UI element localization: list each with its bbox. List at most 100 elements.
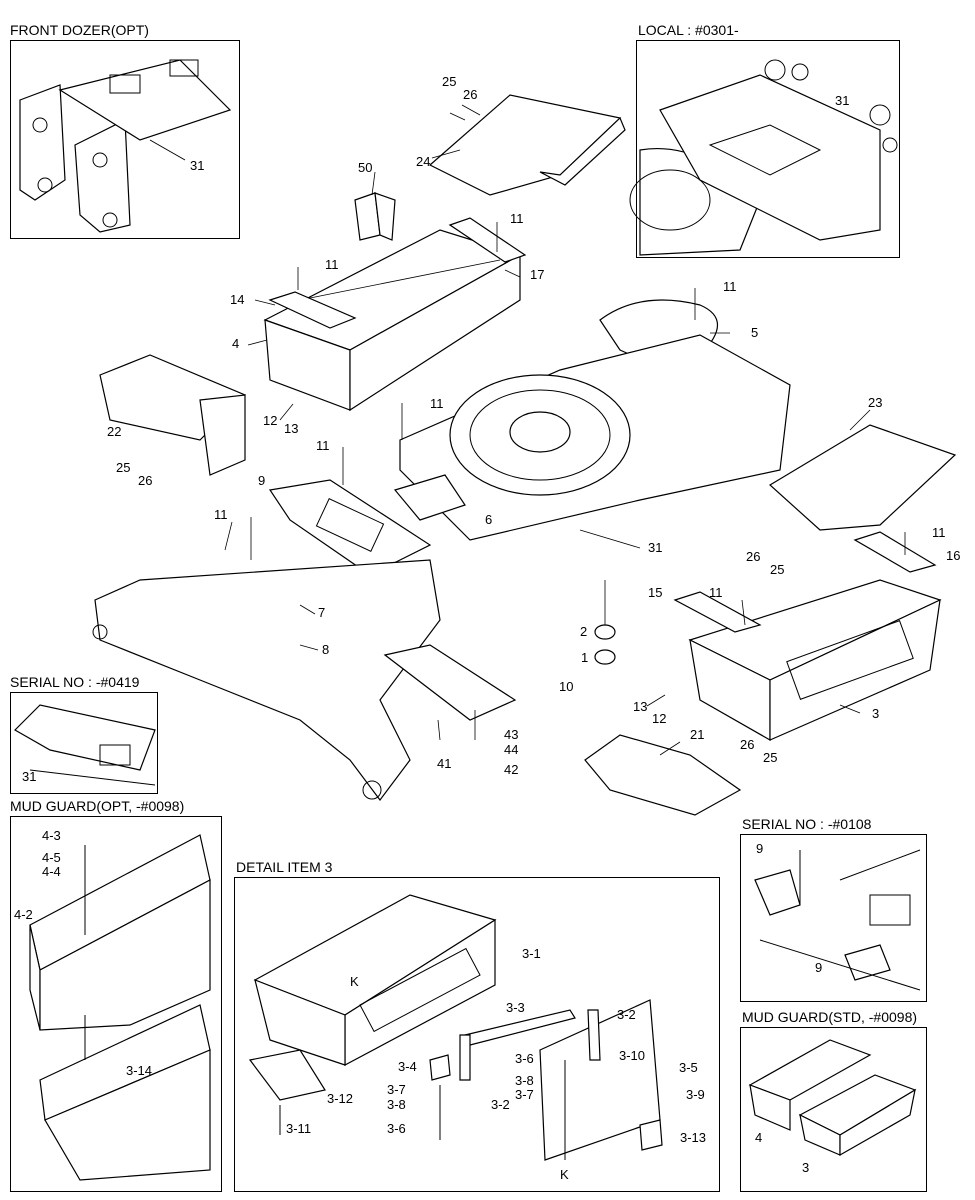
part-17-plate: [448, 217, 527, 263]
label-31-local: 31: [835, 93, 849, 108]
label-11c: 11: [723, 279, 737, 294]
label-s8-9a: 9: [756, 841, 763, 856]
label-3: 3: [872, 706, 879, 721]
label-d-3-6a: 3-6: [515, 1051, 534, 1066]
part-14-plate: [268, 291, 357, 329]
label-25d: 25: [763, 750, 777, 765]
serial-0108-inset: [740, 834, 927, 1002]
mud-guard-std-drawing: [748, 1039, 917, 1157]
label-d-3-2b: 3-2: [491, 1097, 510, 1112]
label-26a: 26: [463, 87, 477, 102]
label-d-3-4: 3-4: [398, 1059, 417, 1074]
label-1: 1: [581, 650, 588, 665]
main-drawing: [92, 94, 957, 816]
label-d-3-3: 3-3: [506, 1000, 525, 1015]
label-12a: 12: [263, 413, 277, 428]
label-13b: 13: [633, 699, 647, 714]
label-17: 17: [530, 267, 544, 282]
part-1-pad: [594, 649, 616, 665]
label-31-serial-0419: 31: [22, 769, 36, 784]
label-25a: 25: [442, 74, 456, 89]
label-4-5: 4-5: [42, 850, 61, 865]
label-4: 4: [232, 336, 239, 351]
label-d-3-8a: 3-8: [515, 1073, 534, 1088]
label-11g: 11: [932, 525, 946, 540]
label-15: 15: [648, 585, 662, 600]
label-44: 44: [504, 742, 518, 757]
label-50: 50: [358, 160, 372, 175]
label-d-3-10: 3-10: [619, 1048, 645, 1063]
label-d-3-1: 3-1: [522, 946, 541, 961]
part-15-plate: [673, 591, 762, 633]
front-dozer-drawing: [19, 59, 232, 233]
label-21: 21: [690, 727, 704, 742]
label-3-14: 3-14: [126, 1063, 152, 1078]
label-6: 6: [485, 512, 492, 527]
detail-item3-title: DETAIL ITEM 3: [236, 859, 333, 875]
label-d-3-8b: 3-8: [387, 1097, 406, 1112]
label-22: 22: [107, 424, 121, 439]
part-23-cover: [768, 424, 957, 531]
label-11d: 11: [430, 396, 444, 411]
label-9: 9: [258, 473, 265, 488]
label-7: 7: [318, 605, 325, 620]
label-26c: 26: [746, 549, 760, 564]
label-12b: 12: [652, 711, 666, 726]
label-11f: 11: [214, 507, 228, 522]
part-6-plate: [393, 474, 466, 521]
mud-guard-opt-drawing: [29, 834, 211, 1181]
label-26b: 26: [138, 473, 152, 488]
label-5: 5: [751, 325, 758, 340]
label-25c: 25: [770, 562, 784, 577]
label-d-3-7a: 3-7: [515, 1087, 534, 1102]
label-2: 2: [580, 624, 587, 639]
label-23: 23: [868, 395, 882, 410]
mud-guard-opt-title: MUD GUARD(OPT, -#0098): [10, 798, 185, 814]
label-d-3-11: 3-11: [286, 1121, 311, 1136]
mud-guard-std-title: MUD GUARD(STD, -#0098): [742, 1009, 918, 1025]
label-31-front-dozer: 31: [190, 158, 204, 173]
label-d-3-9: 3-9: [686, 1087, 705, 1102]
label-25b: 25: [116, 460, 130, 475]
label-8: 8: [322, 642, 329, 657]
label-13a: 13: [284, 421, 298, 436]
label-41: 41: [437, 756, 451, 771]
label-14: 14: [230, 292, 244, 307]
label-31-main: 31: [648, 540, 662, 555]
label-11e: 11: [316, 438, 330, 453]
part-9-plate: [268, 479, 432, 576]
serial-0419-title: SERIAL NO : -#0419: [10, 674, 140, 690]
label-43: 43: [504, 727, 518, 742]
label-d-3-12: 3-12: [327, 1091, 353, 1106]
label-d-3-13: 3-13: [680, 1130, 706, 1145]
label-d-3-7b: 3-7: [387, 1082, 406, 1097]
label-4-3: 4-3: [42, 828, 61, 843]
serial-0108-title: SERIAL NO : -#0108: [742, 816, 872, 832]
label-11b: 11: [325, 257, 339, 272]
label-s8-9b: 9: [815, 960, 822, 975]
part-2-pad: [594, 624, 616, 640]
label-d-K2: K: [560, 1167, 569, 1182]
label-4-4: 4-4: [42, 864, 61, 879]
swing-bracket: [94, 559, 441, 801]
local-title: LOCAL : #0301-: [638, 22, 739, 38]
part-16-plate: [853, 531, 937, 573]
serial-0108-drawing: [754, 849, 921, 991]
serial-0419-drawing: [14, 704, 156, 786]
label-16: 16: [946, 548, 960, 563]
label-d-K1: K: [350, 974, 359, 989]
label-d-3-2a: 3-2: [617, 1007, 636, 1022]
label-11h: 11: [709, 585, 723, 600]
local-drawing: [629, 59, 898, 256]
label-d-3-5: 3-5: [679, 1060, 698, 1075]
label-ms-4: 4: [755, 1130, 762, 1145]
detail-item3-drawing: [248, 894, 663, 1161]
label-11a: 11: [510, 211, 524, 226]
part-41-bracket: [383, 644, 517, 721]
label-d-3-6b: 3-6: [387, 1121, 406, 1136]
part-21-cover: [584, 734, 742, 816]
label-24: 24: [416, 154, 430, 169]
label-4-2: 4-2: [14, 907, 33, 922]
label-10: 10: [559, 679, 573, 694]
